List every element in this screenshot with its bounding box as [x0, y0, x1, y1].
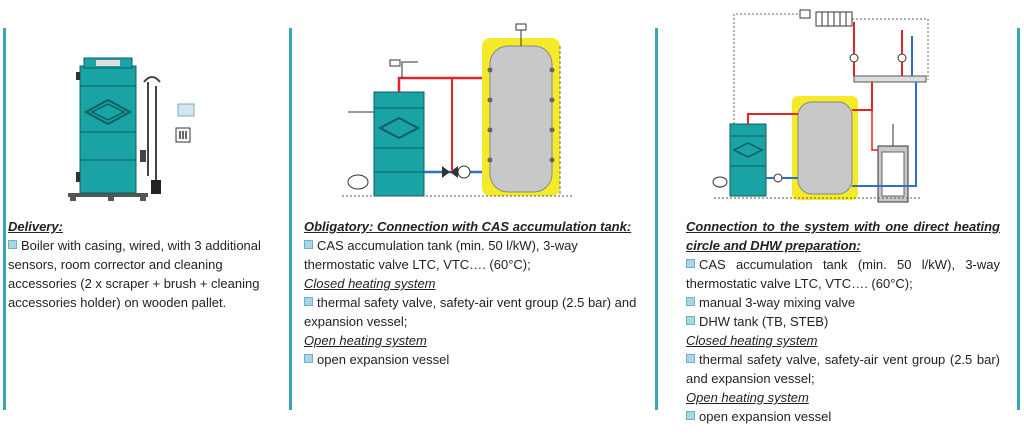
closed-system-label: Closed heating system [686, 333, 818, 348]
panel-delivery: Delivery: Boiler with casing, wired, wit… [0, 0, 290, 438]
cas-heading: Obligatory: Connection with CAS accumula… [304, 219, 632, 234]
divider-right [1017, 28, 1020, 410]
system-text: Connection to the system with one direct… [686, 217, 1000, 426]
cas-connection-diagram [342, 23, 572, 197]
delivery-text: Delivery: Boiler with casing, wired, wit… [8, 217, 270, 312]
divider-2 [655, 28, 658, 410]
bullet-icon [686, 316, 695, 325]
cas-item-1: CAS accumulation tank (min. 50 l/kW), 3-… [304, 238, 578, 272]
cas-item-3: open expansion vessel [317, 352, 450, 367]
delivery-heading: Delivery: [8, 219, 63, 234]
system-connection-diagram [712, 9, 929, 203]
bullet-icon [686, 354, 695, 363]
open-system-label: Open heating system [304, 333, 427, 348]
boiler-delivery-illustration [68, 57, 195, 201]
system-item-5: open expansion vessel [699, 409, 832, 424]
divider-left [3, 28, 6, 410]
cas-item-2: thermal safety valve, safety-air vent gr… [304, 295, 637, 329]
cas-text: Obligatory: Connection with CAS accumula… [304, 217, 644, 369]
bullet-icon [686, 259, 695, 268]
divider-1 [289, 28, 292, 410]
closed-system-label: Closed heating system [304, 276, 436, 291]
bullet-icon [304, 297, 313, 306]
system-heading: Connection to the system with one direct… [686, 219, 1000, 253]
delivery-bullet: Boiler with casing, wired, with 3 additi… [8, 238, 261, 310]
system-item-4: thermal safety valve, safety-air vent gr… [686, 352, 1000, 386]
system-item-2: manual 3-way mixing valve [699, 295, 856, 310]
bullet-icon [304, 354, 313, 363]
bullet-icon [8, 240, 17, 249]
system-item-1: CAS accumulation tank (min. 50 l/kW), 3-… [686, 257, 1000, 291]
panel-system-connection: Connection to the system with one direct… [658, 0, 1018, 438]
system-item-3: DHW tank (TB, STEB) [699, 314, 829, 329]
bullet-icon [686, 297, 695, 306]
bullet-icon [686, 411, 695, 420]
bullet-icon [304, 240, 313, 249]
open-system-label: Open heating system [686, 390, 809, 405]
panel-cas-connection: Obligatory: Connection with CAS accumula… [292, 0, 655, 438]
